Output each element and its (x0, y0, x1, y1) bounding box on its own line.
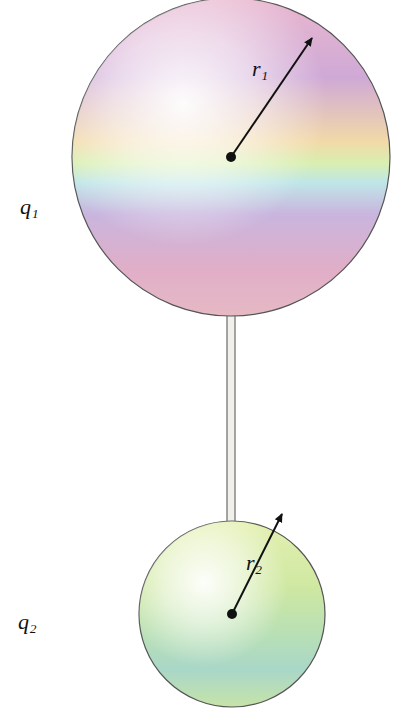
sphere-highlight (72, 0, 390, 316)
sphere-drawing (138, 520, 326, 708)
connecting-wire (227, 316, 235, 521)
sphere-drawing (71, 0, 391, 317)
wire-outline (227, 316, 235, 521)
radius-arrow (231, 38, 312, 157)
sphere-body (72, 0, 390, 316)
radius-arrow (232, 514, 282, 614)
conducting-sphere: q₁r₁ (71, 0, 391, 317)
radius-label: r₂ (246, 552, 262, 574)
conducting-sphere: q₂r₂ (138, 520, 326, 708)
charge-label: q₁ (20, 196, 39, 218)
charge-label: q₂ (18, 611, 37, 633)
radius-label: r₁ (252, 58, 268, 80)
wire-body (227, 316, 235, 521)
